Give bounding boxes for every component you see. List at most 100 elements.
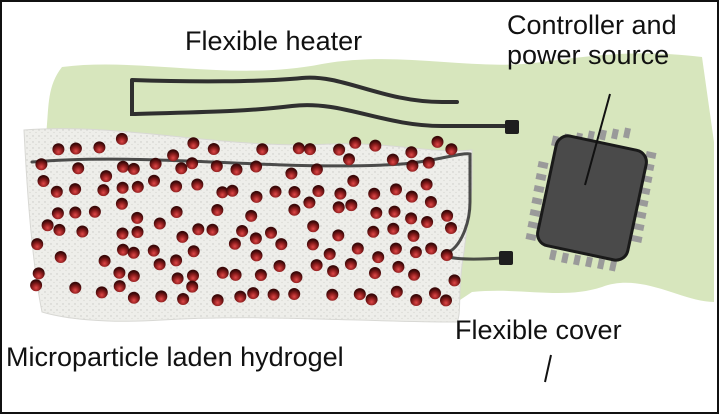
microparticle — [332, 201, 345, 214]
hydrogel-label: Microparticle laden hydrogel — [6, 342, 344, 372]
microparticle — [191, 178, 204, 191]
microparticle — [334, 187, 347, 200]
microparticle — [392, 260, 405, 273]
microparticle — [390, 285, 403, 298]
microparticle — [306, 238, 319, 251]
microparticle — [343, 153, 355, 166]
microparticle — [405, 190, 418, 203]
microparticle — [265, 226, 277, 239]
microparticle — [175, 162, 188, 175]
cover-leader-line — [544, 354, 552, 383]
microparticle — [226, 184, 239, 197]
microparticle — [211, 204, 224, 216]
microparticle — [448, 274, 461, 287]
microparticle — [407, 229, 420, 242]
microparticle — [170, 254, 183, 267]
microparticle — [441, 209, 454, 222]
microparticle — [425, 242, 438, 255]
microparticle — [116, 227, 129, 240]
microparticle — [247, 287, 260, 300]
microparticle — [368, 187, 381, 200]
microparticle — [250, 249, 263, 262]
microparticle — [405, 212, 418, 225]
microparticle — [370, 206, 383, 219]
heater-trace — [130, 75, 509, 128]
microparticle — [115, 132, 128, 145]
microparticle — [372, 251, 385, 264]
microparticle — [113, 266, 126, 279]
controller-label: Controller and power source — [507, 10, 677, 70]
controller-leader-line — [584, 93, 611, 186]
microparticle — [267, 288, 280, 301]
microparticle — [187, 245, 200, 258]
microparticle — [409, 246, 422, 259]
microparticle — [245, 209, 258, 222]
microparticle — [170, 180, 183, 193]
microparticle — [254, 269, 267, 281]
microparticle — [216, 186, 229, 199]
microparticle — [127, 270, 140, 282]
microparticle — [30, 279, 43, 292]
microparticle — [177, 293, 190, 305]
microparticle — [131, 211, 144, 224]
microparticle — [155, 290, 168, 303]
microparticle — [117, 243, 129, 256]
microparticle — [69, 183, 82, 196]
microparticle — [275, 238, 288, 251]
microparticle — [445, 222, 457, 234]
microparticle — [408, 268, 421, 281]
microparticle — [440, 249, 453, 261]
microparticles — [30, 132, 461, 307]
microparticle — [256, 143, 269, 156]
microparticle — [440, 294, 452, 307]
microparticle — [149, 157, 162, 170]
microparticle — [131, 180, 144, 193]
microparticle — [387, 222, 400, 235]
microparticle — [54, 251, 67, 263]
microparticle — [406, 159, 419, 172]
microparticle — [249, 232, 262, 245]
microparticle — [351, 242, 364, 255]
microparticle — [327, 265, 340, 278]
heater-terminal-bottom — [499, 251, 513, 265]
microparticle — [290, 271, 303, 284]
microparticle — [216, 266, 229, 279]
controller-label-line2: power source — [507, 40, 670, 71]
microparticle — [234, 290, 247, 303]
microparticle — [390, 183, 402, 196]
microparticle — [69, 281, 82, 294]
microparticle — [410, 294, 423, 306]
heater-terminal-top — [505, 120, 519, 134]
microparticle — [332, 229, 345, 242]
microparticle — [431, 135, 444, 148]
microparticle — [353, 288, 366, 301]
microparticle — [333, 143, 346, 156]
microparticle — [310, 259, 323, 272]
microparticle — [269, 185, 282, 198]
microparticle — [147, 244, 160, 257]
microparticle — [31, 238, 44, 251]
microparticle — [72, 162, 85, 175]
microparticle — [98, 254, 111, 267]
microparticle — [127, 162, 140, 175]
microparticle — [186, 157, 199, 170]
microparticle — [288, 288, 301, 300]
microparticle — [349, 136, 362, 149]
microparticle — [367, 225, 380, 238]
microparticle — [429, 287, 441, 300]
microparticle — [127, 246, 140, 259]
microparticle — [228, 237, 241, 250]
microparticle — [236, 225, 249, 237]
microparticle — [52, 143, 65, 156]
microparticle — [424, 196, 437, 208]
microparticle — [50, 185, 63, 198]
microparticle — [206, 223, 219, 236]
microparticle — [97, 184, 110, 197]
microparticle — [307, 220, 320, 233]
microparticle — [210, 160, 223, 173]
microparticle — [116, 181, 129, 194]
microparticle — [170, 206, 183, 218]
microparticle — [100, 170, 113, 183]
